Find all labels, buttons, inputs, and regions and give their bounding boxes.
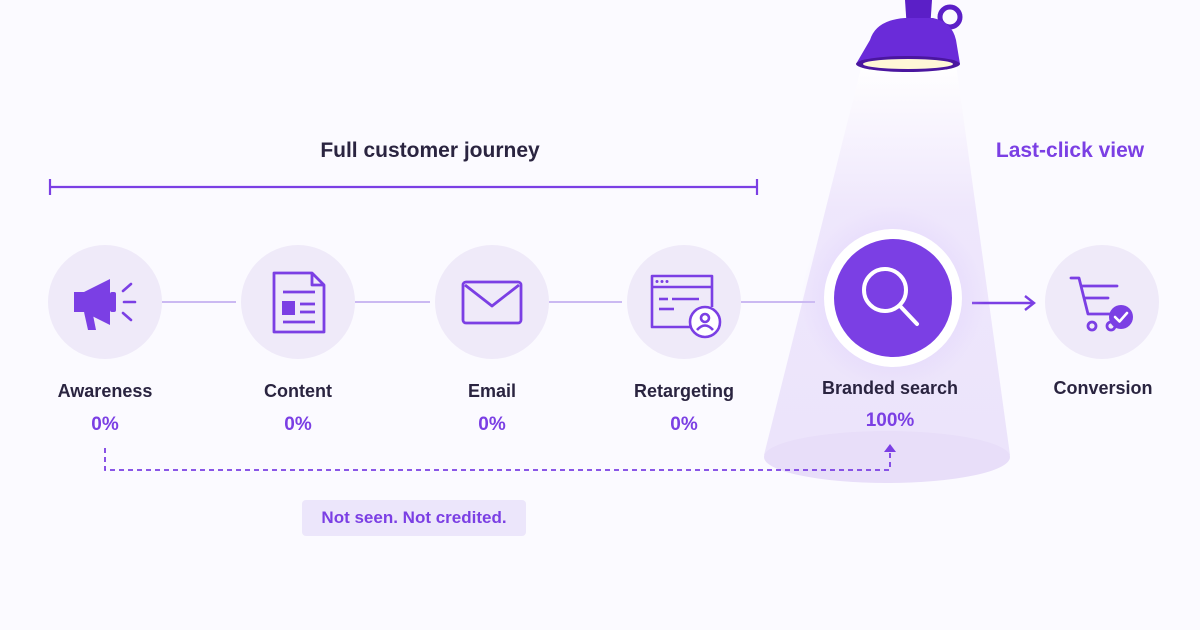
- step-credit-email: 0%: [478, 414, 506, 435]
- step-label-branded-search: Branded search: [821, 378, 959, 398]
- step-label-awareness: Awareness: [57, 381, 153, 401]
- browser-user-icon: [650, 274, 722, 339]
- megaphone-icon: [74, 279, 137, 330]
- step-content-circle: [241, 245, 355, 359]
- step-credit-branded-search: 100%: [865, 410, 915, 431]
- step-retargeting-circle: [627, 245, 741, 359]
- cart-check-icon: [1069, 276, 1133, 332]
- step-credit-retargeting: 0%: [670, 414, 698, 435]
- journey-bracket: [48, 179, 759, 195]
- step-credit-content: 0%: [284, 414, 312, 435]
- step-credit-awareness: 0%: [91, 414, 119, 435]
- step-email-circle: [435, 245, 549, 359]
- search-icon: [862, 267, 919, 326]
- envelope-icon: [461, 280, 523, 325]
- step-label-retargeting: Retargeting: [633, 381, 734, 401]
- dashed-arrow-head: [884, 444, 896, 452]
- not-credited-path: [104, 448, 891, 471]
- step-label-content: Content: [264, 381, 332, 401]
- document-icon: [272, 271, 326, 334]
- lamp-icon: [856, 0, 963, 72]
- step-branded-search-circle: [834, 239, 952, 357]
- spotlight-floor: [764, 431, 1010, 483]
- step-label-conversion: Conversion: [1053, 378, 1153, 398]
- last-click-heading: Last-click view: [995, 139, 1145, 162]
- not-credited-note: Not seen. Not credited.: [302, 500, 526, 536]
- step-conversion-circle: [1045, 245, 1159, 359]
- step-label-email: Email: [467, 381, 517, 401]
- full-journey-heading: Full customer journey: [320, 139, 540, 162]
